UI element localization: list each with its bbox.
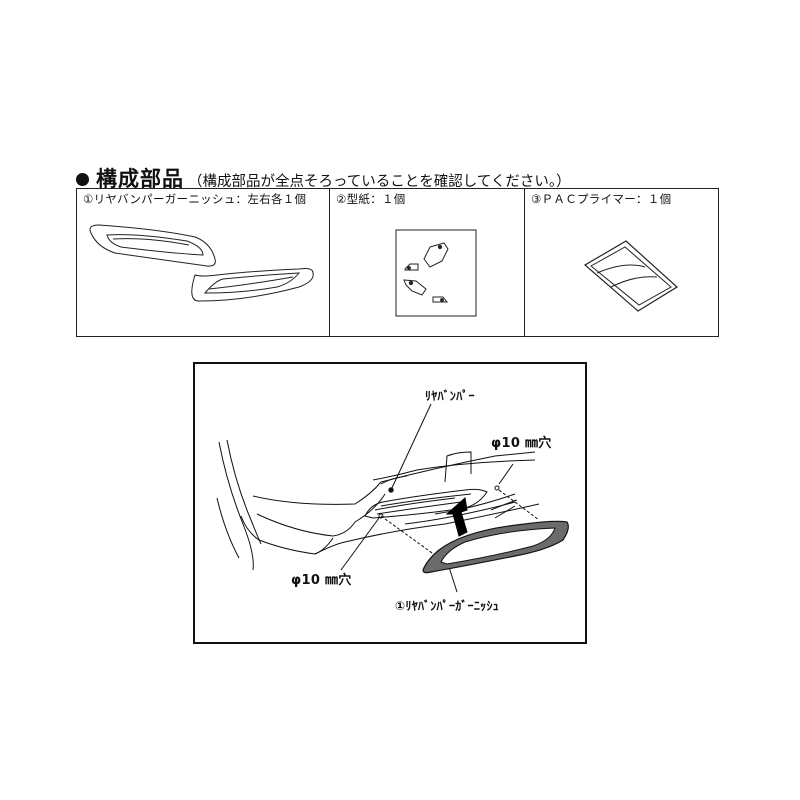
section-title: 構成部品 <box>96 167 184 191</box>
label-hole-right: φ10 ㎜穴 <box>491 436 552 451</box>
label-hole-left: φ10 ㎜穴 <box>291 573 352 588</box>
label-garnish: ①ﾘﾔﾊﾞﾝﾊﾟｰｶﾞｰﾆｯｼｭ <box>395 599 500 613</box>
parts-table: ①リヤバンパーガーニッシュ：左右各１個 ②型紙：１個 ③ＰＡＣプライマー：１個 <box>76 188 719 337</box>
label-rear-bumper: ﾘﾔﾊﾞﾝﾊﾟｰ <box>425 389 475 403</box>
part-label: ③ＰＡＣプライマー：１個 <box>531 192 672 206</box>
part-cell-template: ②型紙：１個 <box>329 189 524 336</box>
rear-bumper-garnish-icon <box>89 224 314 302</box>
section-note: （構成部品が全点そろっていることを確認してください。） <box>188 174 571 190</box>
part-cell-garnish: ①リヤバンパーガーニッシュ：左右各１個 <box>77 189 329 336</box>
bullet-icon <box>76 173 89 186</box>
part-label: ①リヤバンパーガーニッシュ：左右各１個 <box>83 192 307 206</box>
part-cell-primer: ③ＰＡＣプライマー：１個 <box>524 189 718 336</box>
pac-primer-icon <box>583 240 678 312</box>
rear-bumper-installation-illustration <box>216 403 569 593</box>
section-heading: 構成部品 （構成部品が全点そろっていることを確認してください。） <box>76 163 571 193</box>
installation-diagram: ﾘﾔﾊﾞﾝﾊﾟｰ φ10 ㎜穴 φ10 ㎜穴 ①ﾘﾔﾊﾞﾝﾊﾟｰｶﾞｰﾆｯｼｭ <box>193 362 587 644</box>
part-label: ②型紙：１個 <box>336 192 406 206</box>
paper-template-icon <box>395 229 477 317</box>
